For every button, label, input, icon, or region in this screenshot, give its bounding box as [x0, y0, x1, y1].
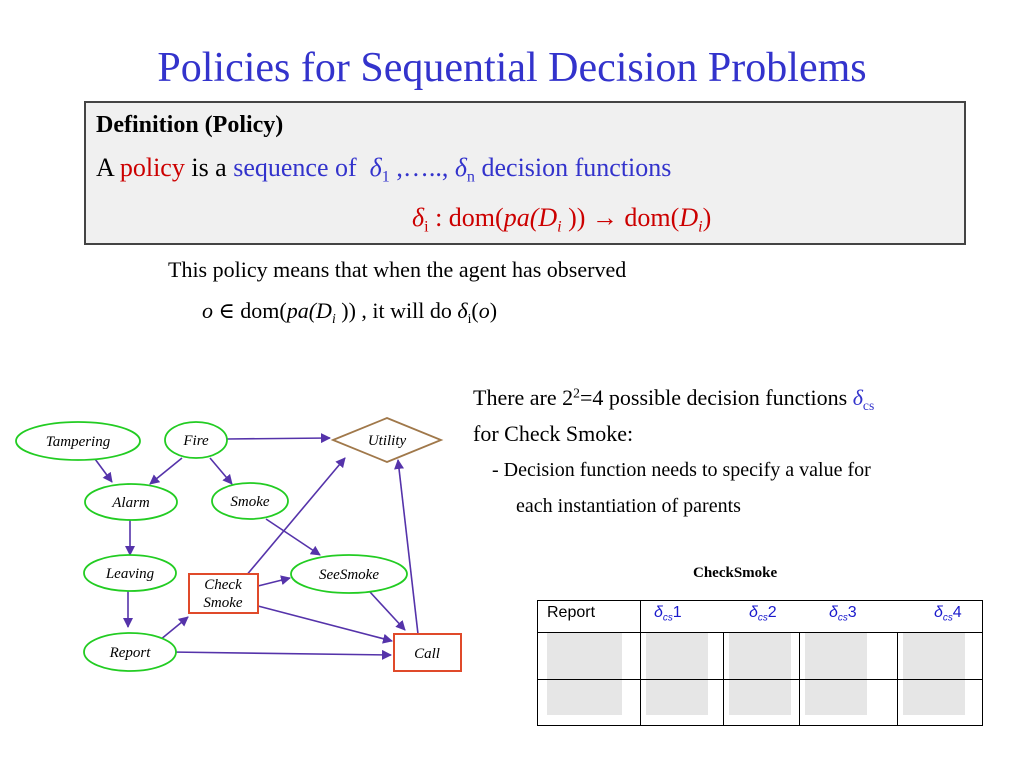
- def-word-a: A: [96, 153, 114, 182]
- edge-checksmoke-call: [257, 605, 393, 644]
- edge-report-call: [169, 649, 392, 660]
- diagram-edges: [94, 433, 419, 660]
- edge-call-utility: [394, 459, 419, 635]
- check-smoke-line: for Check Smoke:: [473, 421, 634, 446]
- edge-fire-utility: [226, 433, 331, 444]
- table-header-divider: [537, 632, 983, 633]
- table-cell-dcs2: [729, 633, 791, 715]
- def-word-policy: policy: [119, 153, 185, 182]
- report-node: [83, 632, 177, 672]
- smoke-node: [211, 482, 289, 520]
- fire-label: Fire: [182, 433, 209, 449]
- decision-count-line: There are 22=4 possible decision functio…: [473, 385, 875, 413]
- edge-smoke-seesmoke: [265, 518, 321, 556]
- edge-fire-alarm: [149, 457, 183, 485]
- seesmoke-node: [290, 554, 408, 594]
- fire-node: [164, 421, 228, 459]
- table-col-divider-2: [723, 633, 724, 726]
- smoke-label: Smoke: [230, 494, 269, 510]
- table-header-dcs3: δcs3: [829, 604, 857, 624]
- table-cell-dcs4: [903, 633, 965, 715]
- table-cell-dcs1: [646, 633, 708, 715]
- table-cell-dcs3: [805, 633, 867, 715]
- edge-checksmoke-utility: [239, 457, 346, 584]
- report-label: Report: [109, 645, 152, 661]
- edge-checksmoke-seesmoke: [257, 575, 291, 587]
- leaving-node: [83, 554, 177, 592]
- leaving-label: Leaving: [105, 566, 155, 582]
- table-header-report: Report: [547, 604, 596, 621]
- tampering-node: [15, 421, 141, 461]
- utility-label: Utility: [368, 433, 407, 449]
- table-header-dcs1: δcs1: [654, 604, 682, 624]
- definition-box: [84, 101, 966, 245]
- edge-fire-smoke: [209, 457, 233, 485]
- utility-node: [330, 417, 444, 463]
- bullet-line-2: each instantiation of parents: [516, 495, 741, 517]
- checksmoke-label-2: Smoke: [203, 595, 242, 611]
- table-header-dcs2: δcs2: [749, 604, 777, 624]
- checksmoke-node: [188, 573, 259, 614]
- alarm-label: Alarm: [111, 495, 150, 511]
- edge-report-checksmoke: [159, 616, 189, 641]
- table-cell-report: [547, 633, 622, 715]
- def-word-is-a: is a: [191, 153, 227, 182]
- alarm-node: [84, 483, 178, 521]
- edge-seesmoke-call: [369, 591, 406, 631]
- tampering-label: Tampering: [46, 434, 111, 450]
- table-row-divider: [537, 679, 983, 680]
- definition-line-2: δi : dom(pa(Di )) → dom(Di): [412, 203, 712, 236]
- call-label: Call: [414, 646, 440, 662]
- seesmoke-label: SeeSmoke: [319, 567, 379, 583]
- table-col-divider-3: [799, 633, 800, 726]
- table-header-dcs4: δcs4: [934, 604, 962, 624]
- page-title: Policies for Sequential Decision Problem…: [157, 45, 867, 91]
- observation-line-2: o ∈ dom(pa(Di )) , it will do δi(o): [202, 298, 498, 326]
- table-col-divider-1: [640, 600, 641, 726]
- call-node: [393, 633, 462, 672]
- bullet-line-1: - Decision function needs to specify a v…: [492, 459, 871, 481]
- table-col-divider-4: [897, 633, 898, 726]
- definition-line-1: A policy is a sequence of δ1 ,….., δn de…: [96, 153, 671, 187]
- checksmoke-label-1: Check: [204, 577, 242, 593]
- definition-heading: Definition (Policy): [96, 112, 284, 138]
- observation-line-1: This policy means that when the agent ha…: [168, 257, 627, 282]
- edge-tampering-alarm: [94, 458, 113, 483]
- table-title: CheckSmoke: [693, 565, 778, 581]
- def-sequence-of: sequence of δ1 ,….., δn decision functio…: [233, 153, 672, 186]
